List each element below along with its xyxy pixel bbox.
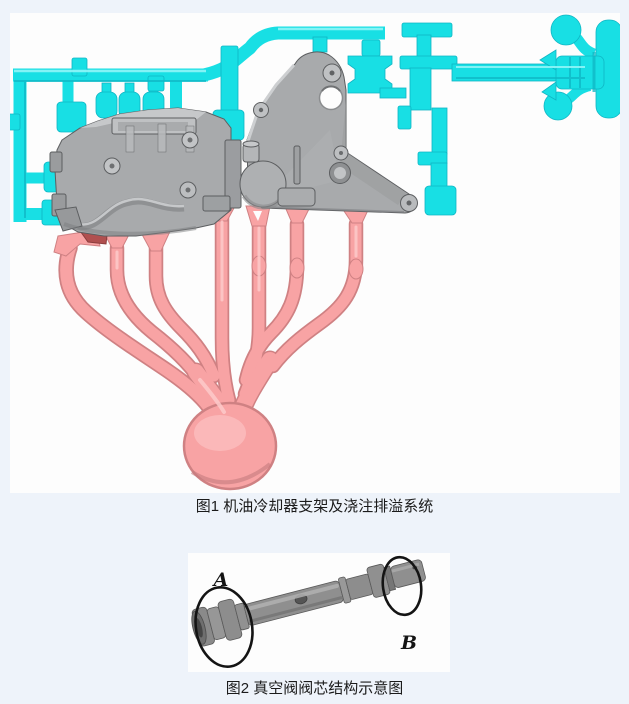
overflow-weight-block [347,55,393,94]
figure2-caption: 图2 真空阀阀芯结构示意图 [225,680,404,697]
vent-stub [10,113,21,131]
label-b: B [400,632,417,654]
figure2-image: A B [188,553,450,672]
ellipse-annotation-a [194,586,254,668]
overflow-well [95,91,118,119]
figure1-image [10,13,620,493]
valve-core-shaft [191,559,426,647]
label-a: A [212,569,229,591]
bracket-part [49,51,418,237]
figure1-caption: 图1 机油冷却器支架及浇注排溢系统 [195,498,434,515]
ellipse-annotation-b [381,555,423,617]
casting-system-drawing [10,14,620,491]
valve-core-drawing: A B [191,555,426,668]
gating-system [53,205,370,491]
